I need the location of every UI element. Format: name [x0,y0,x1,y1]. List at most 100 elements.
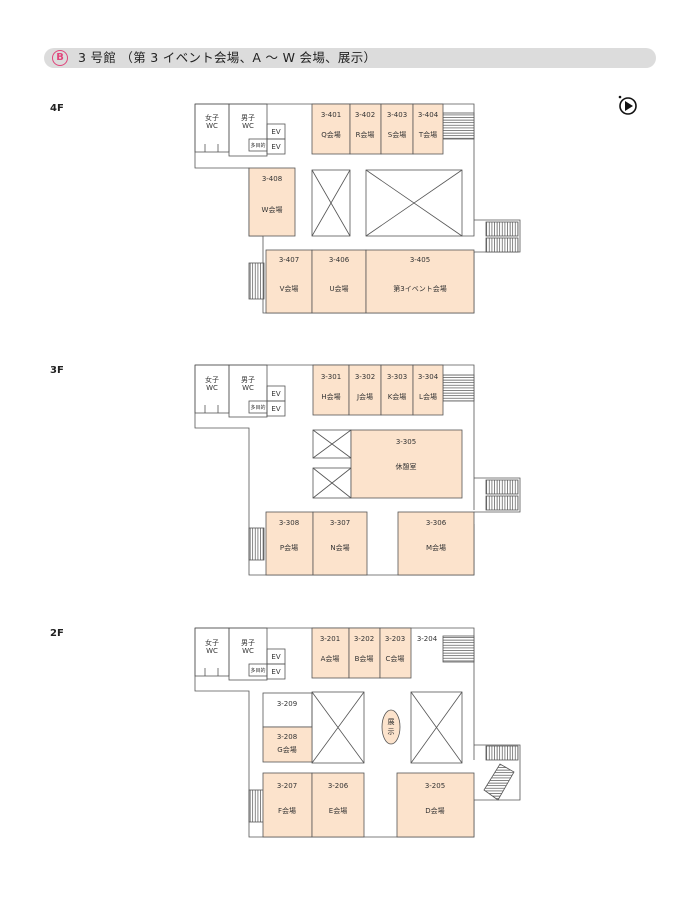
ev-label: EV [271,653,280,661]
room-name: R会場 [356,130,375,139]
section-badge: B [52,50,68,66]
wc-women-label: 女子 [205,375,219,384]
rooms-2f [262,627,475,838]
room-name: H会場 [321,392,340,401]
floor-label-2f: 2F [50,628,64,639]
ev-label: EV [271,128,280,136]
floor-label-3f: 3F [50,365,64,376]
room-name: U会場 [329,284,348,293]
compass-icon [618,95,637,115]
wc-women-label: WC [206,122,218,130]
wc-men-label: WC [242,647,254,655]
room-name: W会場 [262,205,283,214]
exhibit-area [381,709,401,745]
room-3-207 [262,772,313,838]
room-3-304 [412,364,444,416]
room-name: B会場 [355,654,374,663]
room-3-209 [262,692,313,728]
room-number: 3-301 [321,373,341,381]
wc-men-label: 男子 [241,376,255,384]
multipurpose-label: 多目的 [250,142,265,149]
room-3-203 [379,627,412,679]
room-name: V会場 [280,284,299,293]
room-number: 3-403 [387,111,407,119]
wc-women-label: WC [206,647,218,655]
room-number: 3-205 [425,782,445,790]
exhibit-label: 展 [388,718,395,726]
wc-men-label: 男子 [241,114,255,122]
room-name: A会場 [321,654,340,663]
room-3-403 [380,103,414,155]
room-3-301 [312,364,350,416]
room-number: 3-303 [387,373,407,381]
labels-2f: 女子 WC 男子 WC EV EV 多目的 3-201 A会場 3-202 B会… [205,635,445,815]
floor-label-4f: 4F [50,103,64,114]
room-name: D会場 [425,806,444,815]
room-number: 3-207 [277,782,297,790]
room-name: E会場 [329,806,347,815]
room-number: 3-401 [321,111,341,119]
wc-women-label: 女子 [205,113,219,122]
multipurpose-label: 多目的 [250,667,265,674]
wc-men-label: WC [242,384,254,392]
room-number: 3-206 [328,782,349,790]
wc-women-label: WC [206,384,218,392]
room-name: Q会場 [321,130,341,139]
room-name: 休憩室 [396,462,417,471]
room-3-401 [311,103,351,155]
room-name: C会場 [386,654,405,663]
room-3-302 [348,364,382,416]
ev-label: EV [271,405,280,413]
room-3-407 [265,249,313,314]
room-3-406 [311,249,367,314]
room-number: 3-407 [279,256,299,264]
labels-3f: 女子 WC 男子 WC EV EV 多目的 3-301 H会場 3-302 J会… [205,373,447,552]
section-header: B 3 号館 （第 3 イベント会場、A ～ W 会場、展示） [44,48,656,68]
room-number: 3-307 [330,519,350,527]
room-number: 3-304 [418,373,439,381]
room-name: N会場 [330,543,349,552]
room-3-404 [412,103,444,155]
room-number: 3-405 [410,256,430,264]
room-3-201 [311,627,350,679]
rooms-4f [248,103,475,314]
room-name: S会場 [388,130,406,139]
room-number: 3-404 [418,111,439,119]
section-title: 3 号館 （第 3 イベント会場、A ～ W 会場、展示） [78,50,377,65]
room-3-307 [312,511,368,576]
ev-label: EV [271,143,280,151]
room-name: P会場 [280,543,298,552]
multipurpose-label: 多目的 [250,404,265,411]
room-number: 3-408 [262,175,282,183]
room-name: M会場 [426,543,446,552]
wc-men-label: WC [242,122,254,130]
wc-women-label: 女子 [205,638,219,647]
room-number: 3-201 [320,635,340,643]
room-name: K会場 [388,392,407,401]
room-3-208 [262,726,313,763]
ev-label: EV [271,668,280,676]
room-3-305 [350,429,463,499]
room-3-308 [265,511,314,576]
room-number: 3-204 [417,635,438,643]
room-number: 3-209 [277,700,297,708]
room-name: T会場 [418,130,437,139]
exhibit-label: 示 [388,728,395,736]
room-name: 第3イベント会場 [393,284,446,293]
room-name: J会場 [356,392,373,401]
room-number: 3-308 [279,519,299,527]
room-name: G会場 [277,745,296,754]
room-name: L会場 [419,392,437,401]
rooms-3f [265,364,475,576]
room-3-306 [397,511,475,576]
room-3-202 [348,627,381,679]
room-3-405 [365,249,475,314]
room-number: 3-202 [354,635,374,643]
room-number: 3-402 [355,111,375,119]
room-3-303 [380,364,414,416]
room-number: 3-406 [329,256,350,264]
wc-men-label: 男子 [241,639,255,647]
room-3-205 [396,772,475,838]
room-number: 3-302 [355,373,375,381]
